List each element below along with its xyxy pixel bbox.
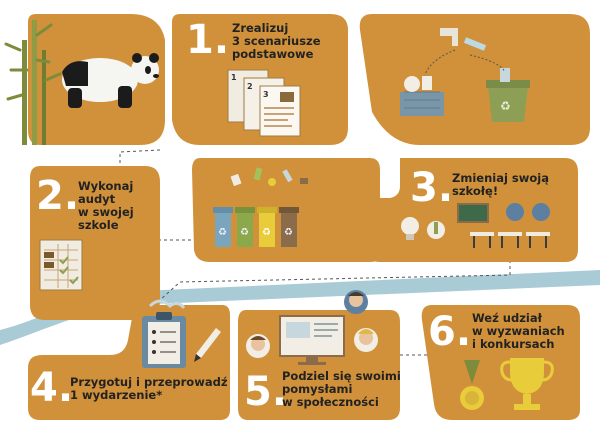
- step-2-number: 2.: [36, 173, 80, 219]
- bamboo-icon: [4, 20, 62, 145]
- water-drop-icon: [506, 203, 524, 221]
- step-1-text: Zrealizuj 3 scenariusze podstawowe: [232, 22, 321, 61]
- river: [0, 270, 600, 345]
- step-3-line: szkołę!: [452, 184, 499, 198]
- step-1-line: 3 scenariusze: [232, 34, 321, 48]
- thermometer-icon: [427, 221, 445, 239]
- svg-text:1: 1: [231, 73, 237, 82]
- svg-text:♻: ♻: [262, 227, 271, 238]
- step-3-number: 3.: [410, 165, 454, 211]
- svg-text:2: 2: [247, 82, 253, 91]
- svg-text:♻: ♻: [500, 99, 511, 113]
- avatar-icon: [354, 328, 378, 352]
- step-5-line: Podziel się swoimi: [282, 369, 401, 383]
- svg-text:♻: ♻: [240, 227, 249, 238]
- bulb-icon: [401, 217, 419, 240]
- dashed-path: [119, 149, 161, 165]
- step-6-text: Weź udział w wyzwaniach i konkursach: [472, 312, 565, 351]
- clipboard-icon: [142, 312, 186, 368]
- avatar-icon: [344, 290, 368, 314]
- step-2-text: Wykonaj audyt w swojej szkole: [78, 180, 134, 232]
- step-2-line: audyt: [78, 192, 116, 206]
- step-1-line: podstawowe: [232, 47, 314, 61]
- step-2-line: szkole: [78, 218, 119, 232]
- step-1-line: Zrealizuj: [232, 21, 289, 35]
- medal-icon: [460, 360, 484, 410]
- leaf-icon: [532, 203, 550, 221]
- avatar-icon: [246, 334, 270, 358]
- desk-icon: [470, 232, 550, 248]
- step-4-line: Przygotuj i przeprowadź: [70, 375, 228, 389]
- step-4-line: 1 wydarzenie*: [70, 388, 163, 402]
- basket-icon: [400, 76, 444, 116]
- step-4-text: Przygotuj i przeprowadź 1 wydarzenie*: [70, 376, 228, 402]
- monitor-icon: [279, 315, 345, 365]
- step-6-line: i konkursach: [472, 337, 555, 351]
- step-2-line: w swojej: [78, 205, 134, 219]
- step-5-line: w społeczności: [282, 395, 379, 409]
- panda-icon: [62, 53, 159, 108]
- pencil-icon: [194, 328, 221, 362]
- step-2-line: Wykonaj: [78, 179, 134, 193]
- step-5-number: 5.: [244, 369, 288, 415]
- step-6-line: Weź udział: [472, 311, 542, 325]
- svg-text:3: 3: [263, 90, 269, 99]
- step-5-line: pomysłami: [282, 382, 353, 396]
- step-5-text: Podziel się swoimi pomysłami w społeczno…: [282, 370, 401, 409]
- step-3-text: Zmieniaj swoją szkołę!: [452, 172, 549, 198]
- blackboard-icon: [457, 203, 489, 223]
- step-6-number: 6.: [428, 309, 472, 355]
- step-6-line: w wyzwaniach: [472, 324, 565, 338]
- tap-icon: [440, 28, 487, 51]
- trophy-icon: [500, 358, 554, 410]
- svg-text:♻: ♻: [218, 227, 227, 238]
- svg-text:♻: ♻: [284, 227, 293, 238]
- step-4-number: 4.: [30, 365, 74, 411]
- recycling-bin-icon: ♻: [486, 68, 530, 122]
- step-1-number: 1.: [186, 17, 230, 63]
- step-3-line: Zmieniaj swoją: [452, 171, 549, 185]
